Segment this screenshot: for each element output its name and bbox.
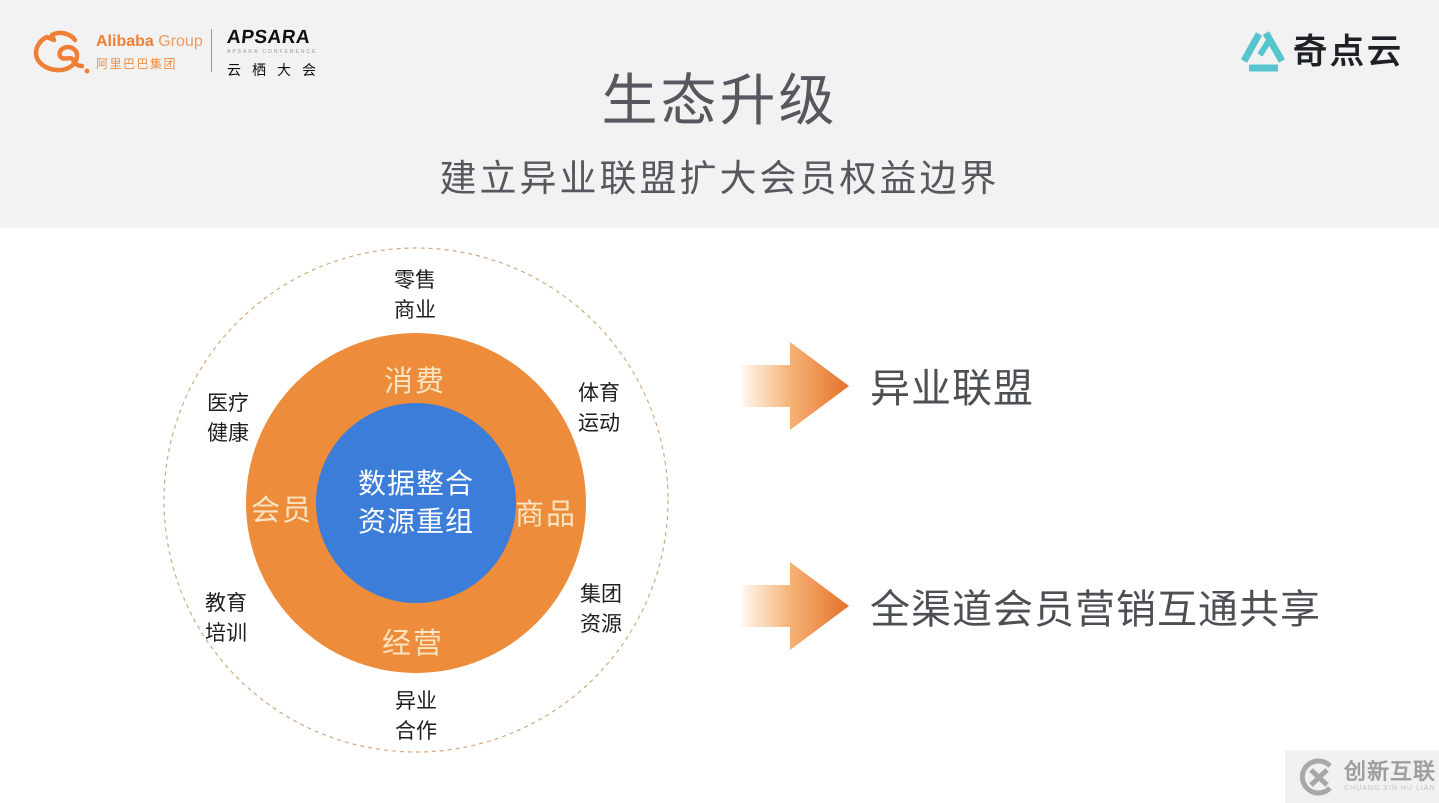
alibaba-logo-icon xyxy=(33,30,90,74)
arrow-icon-1 xyxy=(742,342,849,430)
qidianyun-triangle-icon xyxy=(1240,30,1285,71)
watermark-subtext: CHUANG XIN HU LIAN xyxy=(1344,785,1436,792)
watermark: 创新互联 CHUANG XIN HU LIAN xyxy=(1285,750,1439,803)
outer-label-left-top: 医疗 健康 xyxy=(207,392,249,445)
core-text: 数据整合 资源重组 xyxy=(358,465,474,541)
ring-label-top: 消费 xyxy=(383,366,447,398)
apsara-subtext: APSARA CONFERENCE xyxy=(227,49,318,55)
blue-core-circle xyxy=(316,403,516,603)
apsara-cn: 云栖大会 xyxy=(227,62,327,78)
dashed-outer-circle xyxy=(163,247,669,753)
arrow-icon-2 xyxy=(742,562,849,650)
watermark-cx-icon xyxy=(1299,758,1332,795)
outer-label-right-bottom: 集团 资源 xyxy=(580,583,622,636)
page-title: 生态升级 xyxy=(601,69,838,132)
ring-label-left: 会员 xyxy=(250,495,314,527)
outer-label-top: 零售 商业 xyxy=(394,269,436,322)
logo-divider xyxy=(211,29,212,72)
core-text-line1: 数据整合 xyxy=(357,468,475,499)
arrow-label-1: 异业联盟 xyxy=(870,367,1034,411)
qidianyun-name: 奇点云 xyxy=(1293,33,1404,71)
alibaba-logo-text: Alibaba Group 阿里巴巴集团 xyxy=(96,33,203,72)
arrow-label-2: 全渠道会员营销互通共享 xyxy=(870,588,1321,632)
qidianyun-logo: 奇点云 xyxy=(1235,24,1404,73)
header-band xyxy=(0,0,1439,228)
watermark-name: 创新互联 xyxy=(1344,759,1437,784)
outer-label-left-bottom: 教育 培训 xyxy=(205,592,247,645)
apsara-wordmark: APSARA xyxy=(225,27,312,48)
apsara-logo: APSARA APSARA CONFERENCE 云栖大会 xyxy=(225,27,327,80)
ring-label-bottom: 经营 xyxy=(381,628,445,660)
outer-label-right-top: 体育 运动 xyxy=(578,382,620,435)
page-subtitle: 建立异业联盟扩大会员权益边界 xyxy=(439,158,1000,199)
alibaba-brand: Alibaba Group xyxy=(96,33,203,50)
core-text-line2: 资源重组 xyxy=(357,506,475,537)
outer-label-bottom: 异业 合作 xyxy=(395,690,437,743)
alibaba-brand-cn: 阿里巴巴集团 xyxy=(96,57,178,71)
ring-label-right: 商品 xyxy=(514,499,578,531)
